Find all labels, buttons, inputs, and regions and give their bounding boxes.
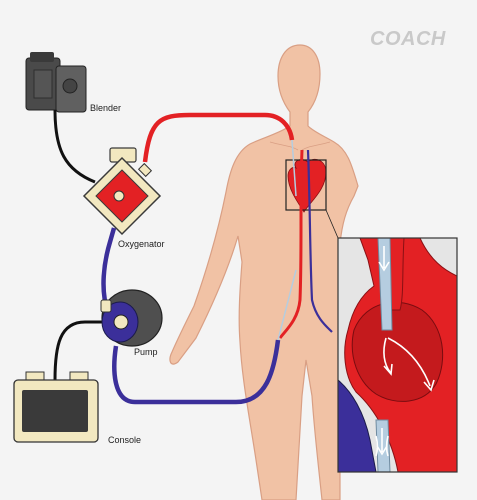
label-blender: Blender (90, 103, 122, 113)
inset-frame (337, 237, 458, 473)
heart-shape (287, 158, 327, 213)
coach-logo: COACH (370, 28, 446, 50)
blender-top (30, 52, 54, 62)
blender-panel (33, 69, 53, 99)
venous-cannula (277, 269, 297, 341)
inset-marker-box (285, 159, 327, 211)
arterial-cannula (291, 139, 297, 197)
flow-arrow-curve-right (387, 337, 435, 392)
inset-vena-cava (338, 379, 377, 472)
console-device (13, 371, 99, 443)
oxygenator-device (82, 147, 162, 236)
inset-cannula-lower (375, 419, 391, 472)
clavicle-line (269, 141, 331, 151)
arterial-line (142, 112, 295, 163)
chest-heart (285, 158, 327, 213)
flow-arrow-down-top (378, 246, 390, 272)
body-silhouette (169, 44, 359, 500)
blender-knob (62, 78, 78, 94)
flow-arrow-down-bottom (375, 428, 389, 457)
heart-inset-view (337, 237, 458, 473)
human-body (169, 44, 359, 500)
oxygenator-port (113, 190, 125, 202)
pump-rotor (113, 314, 129, 330)
vena-cava-vessel (306, 149, 333, 333)
blender-device (25, 52, 87, 113)
pump-device (100, 289, 163, 347)
console-screen (22, 390, 88, 432)
oxygenator-fitting (137, 162, 153, 178)
label-console: Console (108, 435, 142, 445)
inset-cannula (377, 238, 393, 331)
console-cable (53, 320, 105, 381)
venous-line-groin-to-pump (112, 339, 281, 405)
label-pump: Pump (134, 347, 158, 357)
flow-arrow-curve-left (383, 337, 393, 376)
pump-inlet-fitting (100, 299, 112, 313)
blender-cable (53, 109, 96, 184)
inset-leader-line-top (325, 209, 339, 239)
label-oxygenator: Oxygenator (118, 239, 165, 249)
aorta-vessel (278, 149, 304, 339)
